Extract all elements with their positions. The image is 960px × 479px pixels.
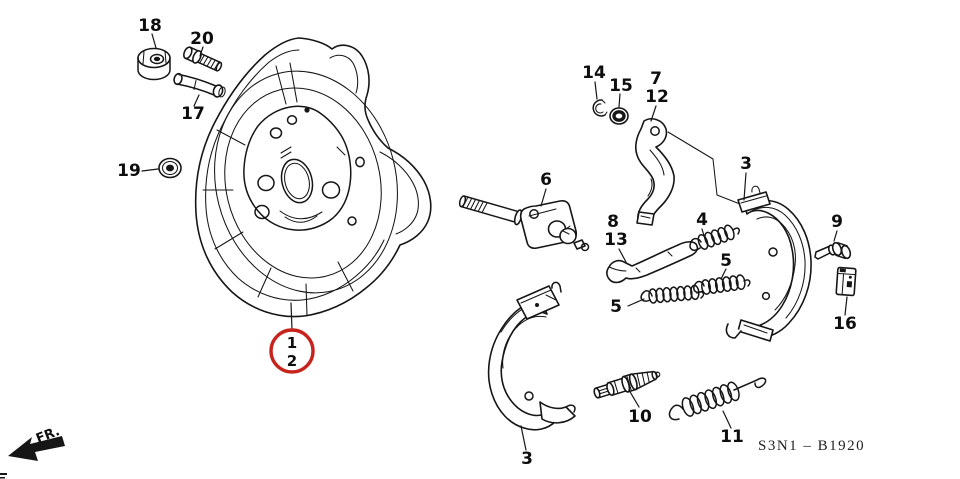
brake-shoe-right-part-3 xyxy=(725,185,812,342)
red-highlight-circle xyxy=(269,328,315,374)
callout-9: 9 xyxy=(831,212,843,232)
part-number-callouts: 18 20 17 19 14 15 7 12 3 6 8 13 4 5 5 9 … xyxy=(117,16,857,469)
callout-3-lower: 3 xyxy=(521,449,533,469)
circled-callout-1-2: 1 2 xyxy=(269,302,315,374)
grommet-part-15 xyxy=(609,107,629,125)
callout-2: 2 xyxy=(287,352,297,370)
callout-8: 8 xyxy=(607,212,619,232)
backing-plate-drawing xyxy=(194,37,432,318)
callout-19: 19 xyxy=(117,161,141,181)
strut-part-8-13 xyxy=(606,241,699,284)
lever-part-7-12 xyxy=(634,118,675,226)
callout-1: 1 xyxy=(287,334,297,352)
callout-5-right: 5 xyxy=(720,251,732,271)
callout-14: 14 xyxy=(582,63,606,83)
pin-part-17 xyxy=(173,72,226,98)
bolt-part-20 xyxy=(183,46,223,72)
connector-block-part-16 xyxy=(835,266,857,297)
callout-4: 4 xyxy=(696,210,708,230)
spindle-part-6 xyxy=(458,195,590,252)
spring-part-4 xyxy=(689,224,740,251)
callout-6: 6 xyxy=(540,170,552,190)
callout-13: 13 xyxy=(604,230,628,250)
front-arrow-icon xyxy=(8,436,65,461)
adjuster-part-10 xyxy=(593,370,661,399)
callout-18: 18 xyxy=(138,16,162,36)
spring-part-5-left xyxy=(640,284,705,304)
callout-3-upper: 3 xyxy=(740,154,752,174)
nut-part-18 xyxy=(137,47,171,81)
front-direction-marker: FR. xyxy=(8,424,65,461)
callout-20: 20 xyxy=(190,29,214,49)
callout-12: 12 xyxy=(645,87,669,107)
bolt-part-9 xyxy=(814,241,852,260)
callout-15: 15 xyxy=(609,76,633,96)
corner-mark xyxy=(0,473,7,479)
grommet-part-19 xyxy=(158,157,182,179)
clip-part-14 xyxy=(592,99,608,117)
callout-11: 11 xyxy=(720,427,744,447)
callout-10: 10 xyxy=(628,407,652,427)
brake-shoe-left-part-3 xyxy=(487,281,576,431)
assembly-leader-line xyxy=(667,131,741,205)
return-spring-part-11 xyxy=(668,377,767,421)
callout-7: 7 xyxy=(650,69,662,89)
drawing-code: S3N1 – B1920 xyxy=(758,438,865,454)
callout-16: 16 xyxy=(833,314,857,334)
callout-5-left: 5 xyxy=(610,297,622,317)
leader-lines xyxy=(141,33,848,451)
callout-17: 17 xyxy=(181,104,205,124)
